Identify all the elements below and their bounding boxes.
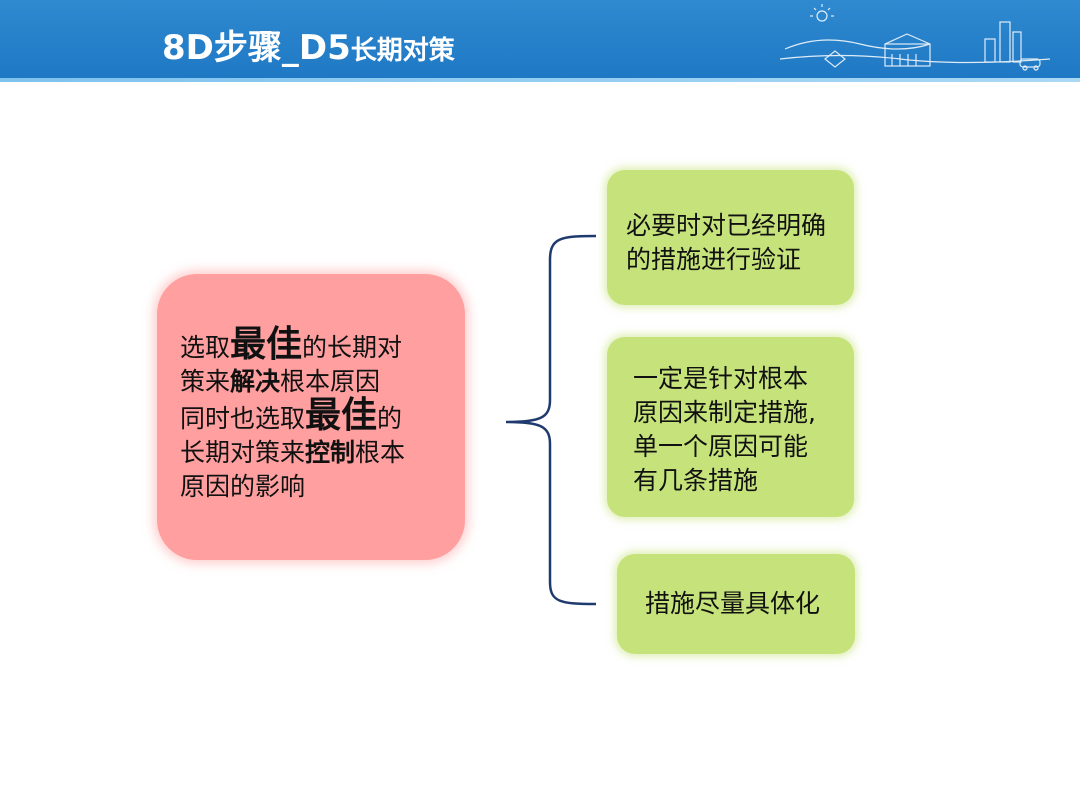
measure-box-verify xyxy=(607,170,854,305)
cityscape-decoration-icon xyxy=(780,4,1050,71)
main-strategy-box xyxy=(157,274,465,560)
measure-text-specific: 措施尽量具体化 xyxy=(645,589,821,618)
title-sub: 长期对策 xyxy=(350,36,455,66)
curly-brace-connector xyxy=(505,234,597,606)
measure-box-root-cause xyxy=(607,337,854,517)
main-strategy-text: 选取最佳的长期对 策来解决根本原因 同时也选取最佳的 长期对策来控制根本 原因的… xyxy=(180,324,406,502)
measure-text-root-cause: 一定是针对根本 原因来制定措施, 单一个原因可能 有几条措施 xyxy=(633,364,816,495)
measure-box-specific xyxy=(617,554,855,654)
measure-text-verify: 必要时对已经明确 的措施进行验证 xyxy=(626,211,827,274)
title-main: 8D步骤_D5 xyxy=(162,28,351,68)
slide-title: 8D步骤_D5长期对策 xyxy=(162,20,455,69)
header-divider xyxy=(0,78,1080,82)
